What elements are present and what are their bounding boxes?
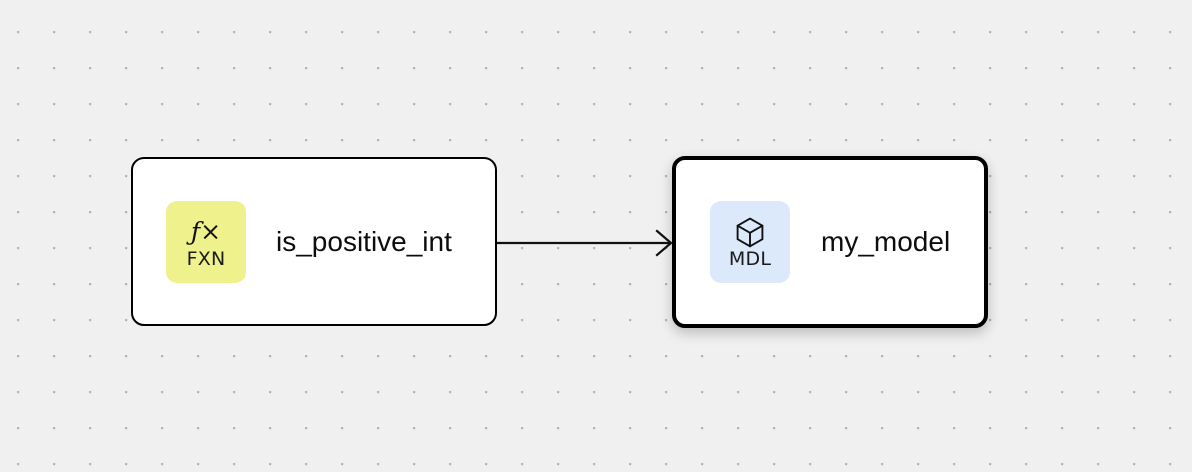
- cube-icon: [734, 215, 766, 249]
- node-type-badge-fxn: ƒ× FXN: [166, 200, 246, 283]
- node-title: is_positive_int: [276, 225, 452, 257]
- node-type-label: FXN: [186, 247, 226, 270]
- node-title: my_model: [821, 226, 951, 257]
- edge-fxn-to-mdl[interactable]: [497, 229, 673, 257]
- function-icon: ƒ×: [190, 217, 222, 246]
- node-is-positive-int[interactable]: ƒ× FXN is_positive_int: [131, 157, 497, 326]
- node-type-badge-mdl: MDL: [710, 201, 790, 283]
- node-my-model[interactable]: MDL my_model: [672, 156, 988, 328]
- node-type-label: MDL: [728, 248, 772, 270]
- arrowhead-icon: [655, 229, 673, 257]
